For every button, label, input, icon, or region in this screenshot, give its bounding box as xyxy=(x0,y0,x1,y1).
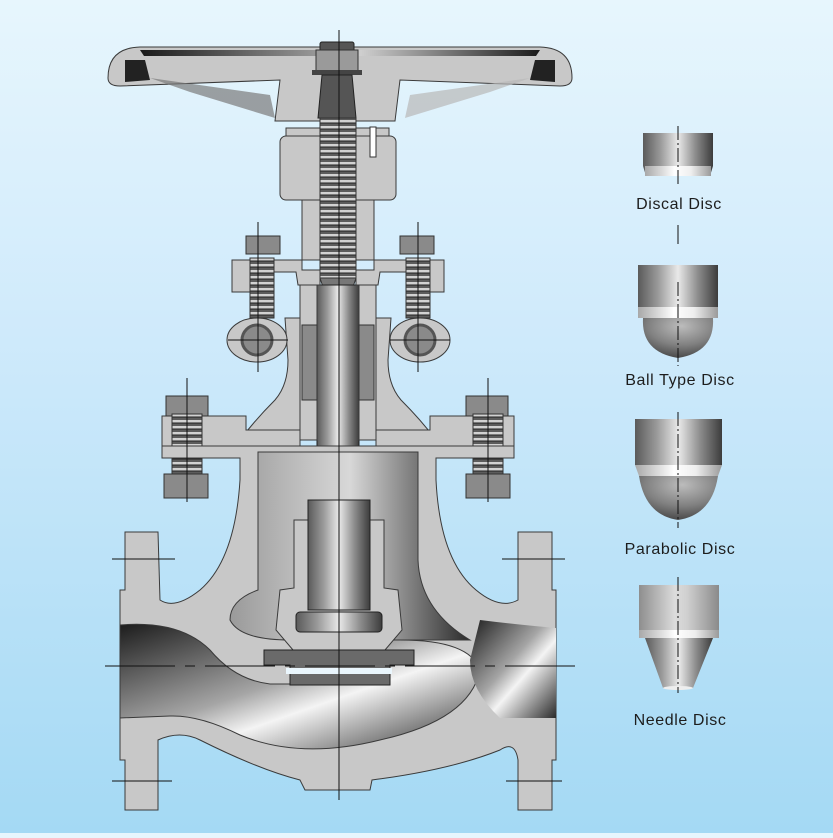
disc-label-needle: Needle Disc xyxy=(633,712,727,729)
disc-type-needle xyxy=(639,577,719,693)
center-lines xyxy=(105,30,575,800)
gland-bolt-right xyxy=(399,235,435,319)
disc-type-ball xyxy=(638,265,718,366)
disc-type-discal xyxy=(643,126,713,244)
disc-label-ball-type: Ball Type Disc xyxy=(625,372,735,389)
handwheel xyxy=(107,41,573,122)
disc-type-parabolic xyxy=(635,412,722,528)
gland-bolt-left xyxy=(245,235,281,319)
disc-label-parabolic: Parabolic Disc xyxy=(624,541,736,558)
disc-label-discal: Discal Disc xyxy=(636,196,722,213)
